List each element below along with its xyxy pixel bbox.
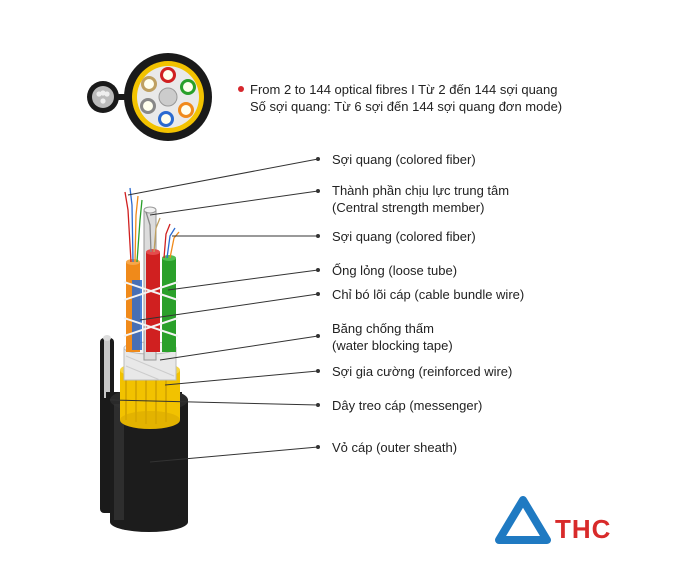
label-central-strength-en: (Central strength member) bbox=[332, 200, 485, 215]
label-central-strength-vi: Thành phần chịu lực trung tâm bbox=[332, 183, 510, 198]
logo-text: THC bbox=[555, 514, 612, 544]
label-outer-sheath: Vỏ cáp (outer sheath) bbox=[332, 440, 458, 455]
header-line-2: Số sợi quang: Từ 6 sợi đến 144 sợi quang… bbox=[250, 99, 563, 114]
header-bullet bbox=[238, 86, 244, 92]
label-bundle-wire: Chỉ bó lõi cáp (cable bundle wire) bbox=[332, 287, 525, 302]
label-messenger: Dây treo cáp (messenger) bbox=[332, 398, 483, 413]
cable-bundle-wire bbox=[123, 281, 179, 337]
leader-dots bbox=[316, 157, 320, 449]
label-water-tape-vi: Băng chống thấm bbox=[332, 321, 434, 336]
label-loose-tube: Ống lỏng (loose tube) bbox=[332, 263, 458, 278]
logo-mark bbox=[495, 496, 551, 544]
label-reinforced-wire: Sợi gia cường (reinforced wire) bbox=[332, 364, 513, 379]
cross-section-icon bbox=[87, 53, 212, 141]
label-water-tape-en: (water blocking tape) bbox=[332, 338, 453, 353]
label-colored-fiber-2: Sợi quang (colored fiber) bbox=[332, 229, 476, 244]
label-colored-fiber-1: Sợi quang (colored fiber) bbox=[332, 152, 476, 167]
header-line-1: From 2 to 144 optical fibres I Từ 2 đến … bbox=[250, 82, 558, 97]
colored-fibers bbox=[124, 187, 180, 263]
loose-tubes bbox=[126, 249, 176, 352]
leader-lines bbox=[109, 158, 319, 463]
